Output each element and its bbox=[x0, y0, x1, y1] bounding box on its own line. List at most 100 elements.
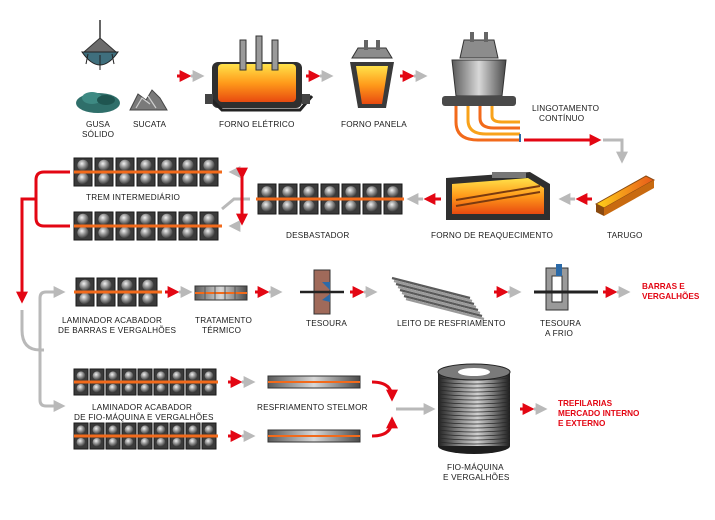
coil-wrap bbox=[437, 377, 511, 381]
roll bbox=[119, 173, 131, 185]
roll bbox=[282, 200, 294, 212]
coil-wrap bbox=[437, 429, 511, 433]
roll bbox=[79, 293, 91, 305]
roll bbox=[261, 186, 273, 198]
heat-treatment-icon bbox=[194, 285, 248, 301]
arrow-branch-barras bbox=[20, 286, 66, 412]
reheating-furnace-icon bbox=[446, 172, 550, 220]
coil-wrap bbox=[437, 401, 511, 405]
wire-rod-coil-lines bbox=[437, 377, 511, 445]
roll bbox=[140, 213, 152, 225]
roll bbox=[204, 425, 214, 435]
arrow-lingotamento-tarugo bbox=[524, 134, 628, 164]
roll bbox=[172, 371, 182, 381]
coil-wrap bbox=[437, 389, 511, 393]
roll bbox=[98, 159, 110, 171]
tesoura-label: TESOURA bbox=[306, 319, 347, 328]
cooling-bed-bar bbox=[391, 276, 471, 300]
roll bbox=[182, 159, 194, 171]
roll bbox=[182, 227, 194, 239]
forno-eletrico-label: FORNO ELÉTRICO bbox=[219, 119, 295, 129]
roll bbox=[303, 186, 315, 198]
finishing-mill-bars-icon bbox=[75, 277, 158, 307]
roll bbox=[261, 200, 273, 212]
crane-icon bbox=[81, 20, 119, 70]
tesoura-frio-label-1: TESOURA bbox=[540, 319, 581, 328]
roll bbox=[204, 383, 214, 393]
desbastador-label: DESBASTADOR bbox=[286, 231, 349, 240]
roll bbox=[188, 383, 198, 393]
roll bbox=[188, 371, 198, 381]
continuous-caster-icon bbox=[442, 32, 521, 142]
cooling-bed-bar bbox=[399, 288, 479, 312]
billet-icon bbox=[594, 175, 656, 216]
roll bbox=[161, 173, 173, 185]
barras-output-label-2: VERGALHÕES bbox=[642, 291, 700, 301]
cooling-bed-bar bbox=[395, 282, 475, 306]
roll bbox=[204, 371, 214, 381]
roll bbox=[140, 371, 150, 381]
roll bbox=[140, 227, 152, 239]
arrow-trem-loop bbox=[15, 170, 70, 304]
roll bbox=[100, 279, 112, 291]
roll bbox=[77, 213, 89, 225]
stelmor-bottom-icon bbox=[267, 429, 361, 443]
roll bbox=[119, 227, 131, 239]
coil-wrap bbox=[437, 393, 511, 397]
roll bbox=[108, 383, 118, 393]
roll bbox=[119, 213, 131, 225]
coil-wrap bbox=[437, 417, 511, 421]
roll bbox=[203, 227, 215, 239]
arrow-desbastador-trem bbox=[221, 166, 250, 232]
roll bbox=[124, 383, 134, 393]
roll bbox=[76, 425, 86, 435]
intermediate-train-top-icon bbox=[73, 157, 219, 187]
roll bbox=[366, 186, 378, 198]
laminador-fio-label-2: DE FIO-MÁQUINA E VERGALHÕES bbox=[74, 412, 214, 422]
roll bbox=[77, 227, 89, 239]
roll bbox=[172, 437, 182, 447]
roll bbox=[172, 383, 182, 393]
roll bbox=[79, 279, 91, 291]
laminador-barras-label-2: DE BARRAS E VERGALHÕES bbox=[58, 325, 176, 335]
coil-wrap bbox=[437, 405, 511, 409]
leito-label: LEITO DE RESFRIAMENTO bbox=[397, 319, 506, 328]
roll bbox=[140, 437, 150, 447]
coil-wrap bbox=[437, 433, 511, 437]
ladle-furnace-icon bbox=[350, 40, 394, 108]
laminador-barras-label-1: LAMINADOR ACABADOR bbox=[62, 316, 162, 325]
roll bbox=[303, 200, 315, 212]
cooling-bed-bar bbox=[401, 291, 481, 315]
lingotamento-label-1: LINGOTAMENTO bbox=[532, 104, 599, 113]
roll bbox=[188, 437, 198, 447]
coil-wrap bbox=[437, 385, 511, 389]
tratamento-label-2: TÉRMICO bbox=[202, 325, 241, 335]
trefilarias-label-1: TREFILARIAS bbox=[558, 399, 613, 408]
stelmor-label: RESFRIAMENTO STELMOR bbox=[257, 403, 368, 412]
cooling-bed-bar bbox=[405, 297, 485, 321]
roll bbox=[156, 371, 166, 381]
roll bbox=[92, 425, 102, 435]
roll bbox=[108, 437, 118, 447]
roll bbox=[182, 173, 194, 185]
roll bbox=[76, 383, 86, 393]
coil-wrap bbox=[437, 437, 511, 441]
coil-wrap bbox=[437, 397, 511, 401]
laminador-fio-label-1: LAMINADOR ACABADOR bbox=[92, 403, 192, 412]
roll bbox=[124, 371, 134, 381]
roll bbox=[140, 173, 152, 185]
tarugo-label: TARUGO bbox=[607, 231, 643, 240]
roll bbox=[156, 425, 166, 435]
forno-reaquecimento-label: FORNO DE REAQUECIMENTO bbox=[431, 231, 553, 240]
roll bbox=[124, 425, 134, 435]
roll bbox=[203, 173, 215, 185]
fio-maquina-label-2: E VERGALHÕES bbox=[443, 472, 510, 482]
roll bbox=[92, 371, 102, 381]
shear-icon bbox=[300, 269, 344, 315]
trefilarias-label-3: E EXTERNO bbox=[558, 419, 606, 428]
roll bbox=[366, 200, 378, 212]
roll bbox=[98, 227, 110, 239]
roll bbox=[345, 186, 357, 198]
roll bbox=[324, 200, 336, 212]
